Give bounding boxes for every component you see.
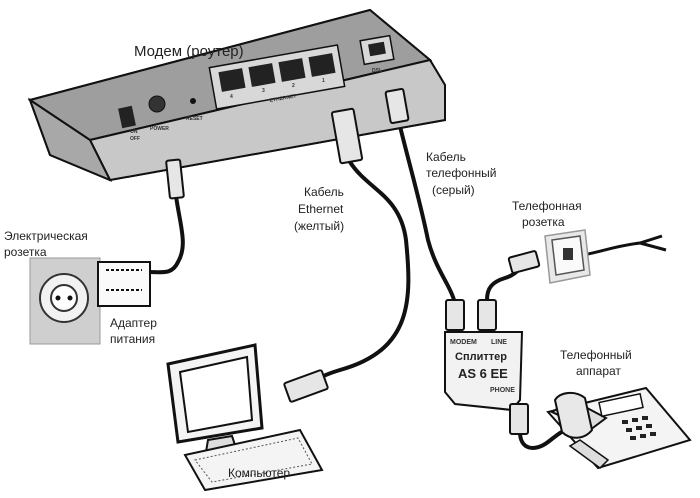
splitter-modem-plug [445,299,465,331]
power-adapter [97,261,151,307]
socket-label-1: Электрическая [4,229,88,243]
telephone [546,386,692,470]
ethernet-port-1[interactable] [308,53,336,77]
ethernet-port-4[interactable] [218,68,246,92]
splitter-line-plug [477,299,497,331]
power-label: POWER [150,126,169,132]
phone-socket-label-2: розетка [522,215,565,229]
dsl-plug-modem [384,87,410,125]
adapter-label-2: питания [110,332,155,346]
splitter-model: AS 6 EE [458,366,508,381]
adapter-label-1: Адаптер [110,316,157,330]
ethernet-ports [208,44,346,110]
power-jack[interactable] [148,95,166,113]
ethernet-label: ETHERNET [269,93,297,104]
splitter-phone-plug [509,403,529,435]
splitter-modem-label: MODEM [450,339,477,346]
power-cable [147,195,185,275]
splitter-name: Сплиттер [455,351,507,363]
phone-line-wire [582,234,667,257]
phone-cable-label-2: телефонный [426,166,496,180]
modem [27,8,446,200]
port-num-3: 3 [262,88,265,94]
electric-socket [29,257,101,345]
on-label: ON [130,129,138,135]
ethernet-cable [315,160,411,385]
ethernet-port-2[interactable] [278,58,306,82]
port-num-1: 1 [322,78,325,84]
ethernet-port-3[interactable] [248,63,276,87]
phone-socket-label-1: Телефонная [512,199,582,213]
eth-plug-computer [283,369,329,403]
telephone-label-2: аппарат [576,364,621,378]
computer-label: Компьютер [228,466,290,480]
eth-cable-label-3: (желтый) [294,219,344,233]
reset-label: RESET [186,116,203,122]
eth-cable-label-2: Ethernet [298,202,344,216]
modem-title: Модем (роутер) [134,43,244,60]
port-num-2: 2 [292,83,295,89]
power-switch[interactable] [118,105,136,129]
phone-cable-label-1: Кабель [426,150,466,164]
computer [166,343,329,492]
phone-socket-plug [507,250,541,274]
splitter-phone-label: PHONE [490,387,515,394]
reset-button[interactable] [190,98,196,104]
power-plug-modem [165,158,185,200]
splitter [444,299,529,435]
splitter-line-label: LINE [491,339,507,346]
telephone-label-1: Телефонный [560,348,632,362]
eth-cable-label-1: Кабель [304,185,344,199]
phone-cable-modem [396,117,456,301]
socket-label-2: розетка [4,245,47,259]
port-num-4: 4 [230,94,233,100]
eth-plug-modem [330,107,364,165]
phone-socket [507,229,591,284]
off-label: OFF [130,136,140,142]
dsl-label: DSL [372,68,382,74]
phone-cable-label-3: (серый) [432,183,475,197]
